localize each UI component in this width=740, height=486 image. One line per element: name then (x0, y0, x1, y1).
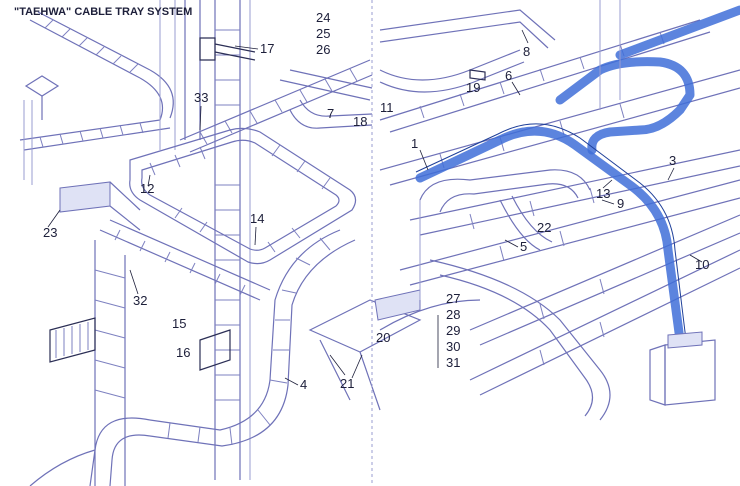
part-label-16: 16 (176, 345, 190, 360)
floor-cabinet (649, 331, 716, 406)
right-hangers (419, 0, 621, 300)
part-label-14: 14 (250, 211, 264, 226)
part-label-22: 22 (537, 220, 551, 235)
tray-curve-22 (419, 169, 591, 251)
part-labels: 1 3 4 5 6 7 8 9 10 11 12 13 14 15 16 17 … (43, 10, 709, 392)
part-label-19: 19 (466, 80, 480, 95)
tray-left-drop (94, 240, 126, 486)
left-columns (23, 0, 201, 185)
part-label-30: 30 (446, 339, 460, 354)
part-label-29: 29 (446, 323, 460, 338)
part-label-1: 1 (411, 136, 418, 151)
part-label-6: 6 (505, 68, 512, 83)
part-label-28: 28 (446, 307, 460, 322)
part-label-21: 21 (340, 376, 354, 391)
part-label-11: 11 (380, 100, 394, 115)
part-label-3: 3 (669, 153, 676, 168)
part-label-27: 27 (446, 291, 460, 306)
tray-lower-right-curve (379, 259, 611, 421)
part-label-26: 26 (316, 42, 330, 57)
part-label-9: 9 (617, 196, 624, 211)
end-cover-bracket (59, 181, 141, 231)
part-label-20: 20 (376, 330, 390, 345)
leader-lines (47, 29, 703, 386)
part-label-7: 7 (327, 106, 334, 121)
tray-bottom-left-curve (29, 417, 151, 486)
ceiling-plate (24, 75, 60, 120)
tray-lower-left (99, 219, 271, 301)
part-label-25: 25 (316, 26, 330, 41)
vertical-riser-ladder (214, 0, 251, 480)
part-label-31: 31 (446, 355, 460, 370)
tray-top-right (379, 9, 711, 133)
bottom-left-panel (49, 317, 96, 363)
part-label-23: 23 (43, 225, 57, 240)
tray-upper-cross (179, 59, 373, 153)
part-label-32: 32 (133, 293, 147, 308)
part-label-33: 33 (194, 90, 208, 105)
part-label-15: 15 (172, 316, 186, 331)
hanger-bracket (469, 69, 486, 81)
part-label-18: 18 (353, 114, 367, 129)
wall-bracket (199, 37, 256, 61)
part-label-8: 8 (523, 44, 530, 59)
tray-reducer (308, 289, 422, 411)
part-label-10: 10 (695, 257, 709, 272)
part-label-4: 4 (300, 377, 307, 392)
part-label-5: 5 (520, 239, 527, 254)
diagram-title: "TAEHWA" CABLE TRAY SYSTEM (14, 6, 192, 18)
tray-elbow-down (149, 229, 356, 447)
part-label-13: 13 (596, 186, 610, 201)
support-bracket (199, 329, 231, 371)
highlighted-cable-route (415, 5, 740, 345)
part-label-17: 17 (260, 41, 274, 56)
part-label-24: 24 (316, 10, 330, 25)
tray-top-left (19, 11, 174, 151)
part-label-12: 12 (140, 181, 154, 196)
tray-loop-center (129, 127, 357, 265)
